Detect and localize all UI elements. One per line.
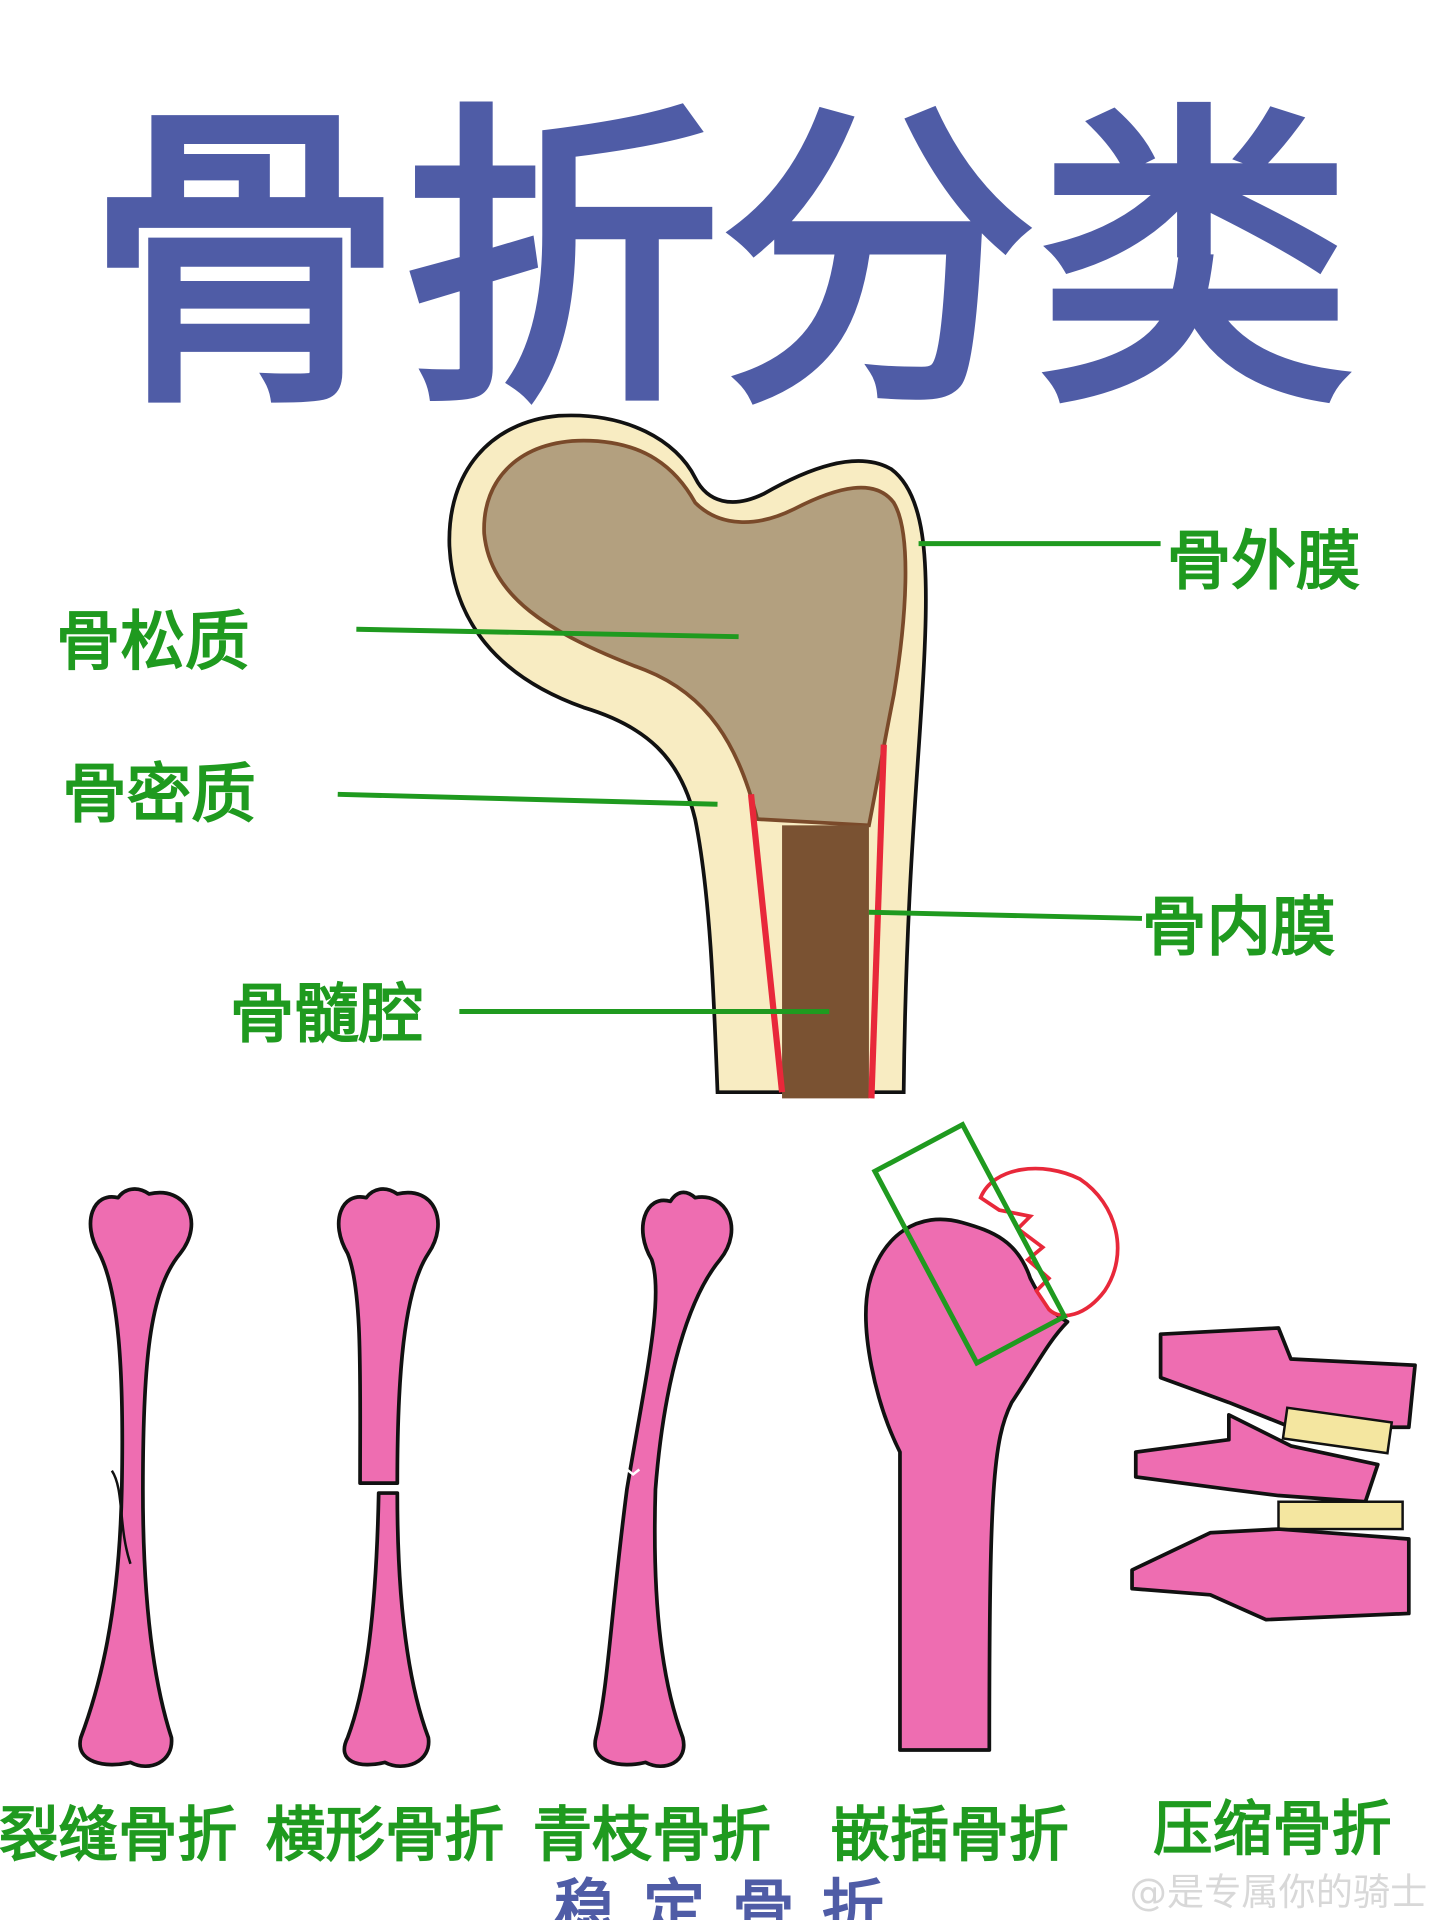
- bone-impacted: [864, 1121, 1120, 1752]
- endosteum-line-right: [868, 744, 887, 1099]
- fracture-label: 嵌插骨折: [830, 1801, 1068, 1870]
- fracture-label: 裂缝骨折: [0, 1801, 237, 1870]
- bone-fissure: [78, 1187, 194, 1768]
- impacted-highlight-box: [871, 1121, 1068, 1367]
- group-label: 稳定骨折: [554, 1872, 911, 1920]
- fracture-label: 青枝骨折: [533, 1801, 771, 1870]
- label-periosteum: 骨外膜: [1167, 524, 1361, 599]
- label-medullary-cavity: 骨髓腔: [230, 977, 424, 1052]
- fracture-label: 压缩骨折: [1153, 1795, 1391, 1864]
- watermark: @是专属你的骑士: [1130, 1870, 1428, 1914]
- fracture-label: 横形骨折: [266, 1801, 504, 1870]
- bone-transverse: [336, 1187, 440, 1768]
- intervertebral-disc: [1281, 1406, 1394, 1455]
- greenstick-crack: [619, 1467, 641, 1477]
- medullary-cavity-area: [782, 825, 869, 1099]
- label-compact-bone: 骨密质: [62, 758, 256, 833]
- cancellous-bone-area: [482, 438, 908, 828]
- endosteum-pointer: [868, 909, 1143, 921]
- intervertebral-disc: [1277, 1500, 1404, 1531]
- endosteum-line-left: [747, 793, 786, 1093]
- femur-cross-section: [447, 413, 928, 1099]
- cancellous-pointer: [356, 626, 739, 640]
- compact-pointer: [337, 791, 718, 807]
- bone-greenstick: [593, 1190, 734, 1768]
- impacted-fragment: [978, 1166, 1120, 1318]
- fissure-crack: [110, 1470, 132, 1565]
- vertebrae-compression: [1130, 1326, 1417, 1622]
- label-cancellous-bone: 骨松质: [56, 605, 250, 680]
- label-endosteum: 骨内膜: [1142, 890, 1336, 965]
- page-title: 骨折分类: [87, 78, 1353, 447]
